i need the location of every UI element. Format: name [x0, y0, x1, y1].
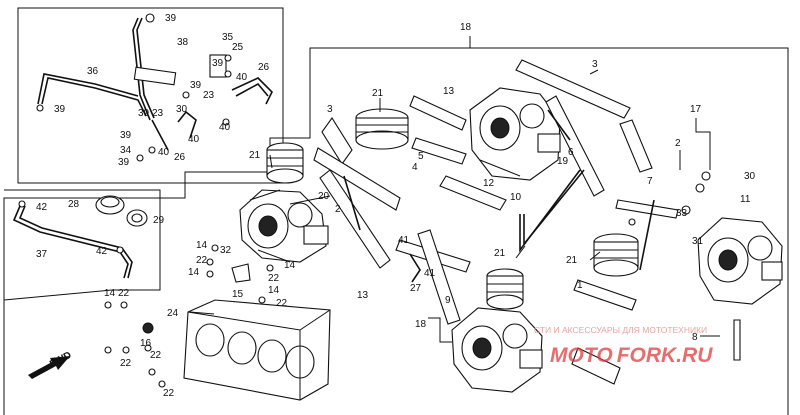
part-labels: 39 35 38 25 39 40 26 36 39 23 30 39 39 2… [36, 13, 756, 399]
label-14: 14 [268, 285, 280, 296]
label-15: 15 [232, 289, 244, 300]
bottom-air-funnel [486, 268, 524, 310]
label-40: 40 [236, 72, 248, 83]
label-22: 22 [276, 298, 288, 309]
label-22: 22 [118, 288, 130, 299]
label-14: 14 [188, 267, 200, 278]
label-30: 30 [744, 171, 756, 182]
label-42: 42 [36, 202, 48, 213]
label-32: 32 [220, 245, 232, 256]
label-25: 25 [232, 42, 244, 53]
label-13: 13 [357, 290, 369, 301]
left-air-funnel [266, 142, 304, 184]
label-21: 21 [494, 248, 506, 259]
label-18: 18 [415, 319, 427, 330]
label-41: 41 [398, 235, 410, 246]
label-21: 21 [372, 88, 384, 99]
label-4: 4 [412, 162, 418, 173]
hose-inset-box [17, 7, 284, 184]
label-3: 3 [327, 104, 333, 115]
label-21: 21 [249, 150, 261, 161]
top-carburetor [469, 87, 561, 181]
label-6: 6 [568, 147, 574, 158]
label-39: 39 [54, 104, 66, 115]
label-1: 1 [577, 280, 583, 291]
label-13: 13 [443, 86, 455, 97]
label-14: 14 [196, 240, 208, 251]
label-38: 38 [177, 37, 189, 48]
label-39: 39 [190, 80, 202, 91]
label-26: 26 [258, 62, 270, 73]
label-17: 17 [690, 104, 702, 115]
vent-hose-inset-box [3, 189, 161, 301]
leader-lines [189, 36, 720, 343]
air-chamber [183, 299, 331, 401]
label-30: 30 [176, 104, 188, 115]
label-12: 12 [483, 178, 495, 189]
linkage-plates [313, 59, 679, 385]
label-39: 39 [165, 13, 177, 24]
label-40: 40 [188, 134, 200, 145]
label-39: 39 [120, 130, 132, 141]
label-23: 23 [152, 108, 164, 119]
label-39: 39 [212, 58, 224, 69]
label-41: 41 [424, 268, 436, 279]
label-39: 39 [138, 108, 150, 119]
label-10: 10 [510, 192, 522, 203]
right-air-funnel [593, 233, 639, 277]
label-9: 9 [445, 295, 451, 306]
label-11: 11 [740, 194, 751, 205]
label-29: 29 [153, 215, 165, 226]
label-28: 28 [68, 199, 80, 210]
right-carburetor [697, 217, 783, 305]
label-24: 24 [167, 308, 179, 319]
label-2: 2 [335, 204, 341, 215]
label-22: 22 [150, 350, 162, 361]
left-carburetor [239, 189, 329, 263]
top-air-funnel [355, 108, 409, 150]
label-3: 3 [592, 59, 598, 70]
label-42: 42 [96, 246, 108, 257]
label-31: 31 [692, 236, 704, 247]
label-2: 2 [675, 138, 681, 149]
fuel-hose-group [36, 13, 273, 162]
small-hardware [104, 171, 741, 388]
label-35: 35 [222, 32, 234, 43]
label-22: 22 [163, 388, 175, 399]
watermark-text: СТИ И АКСЕССУАРЫ ДЛЯ МОТОТЕХНИКИ [534, 325, 707, 335]
vent-hose-group [12, 195, 148, 279]
label-20: 20 [318, 191, 330, 202]
label-22: 22 [120, 358, 132, 369]
label-8: 8 [692, 332, 698, 343]
label-36: 36 [87, 66, 99, 77]
label-14: 14 [104, 288, 116, 299]
label-5: 5 [418, 151, 424, 162]
label-14: 14 [284, 260, 296, 271]
label-40: 40 [219, 122, 231, 133]
label-26: 26 [174, 152, 186, 163]
label-37: 37 [36, 249, 48, 260]
label-27: 27 [410, 283, 422, 294]
label-33: 33 [676, 208, 688, 219]
label-16: 16 [140, 338, 152, 349]
label-7: 7 [647, 176, 653, 187]
label-18: 18 [460, 22, 472, 33]
bottom-carburetor [451, 307, 543, 393]
label-22: 22 [196, 255, 208, 266]
label-22: 22 [268, 273, 280, 284]
label-19: 19 [557, 156, 569, 167]
label-39: 39 [118, 157, 130, 168]
label-40: 40 [158, 147, 170, 158]
fwd-arrow: FWD [28, 350, 73, 379]
throttle-rods [343, 109, 655, 283]
label-34: 34 [120, 145, 132, 156]
fwd-label: FWD [48, 350, 73, 370]
label-21: 21 [566, 255, 578, 266]
label-23: 23 [203, 90, 215, 101]
